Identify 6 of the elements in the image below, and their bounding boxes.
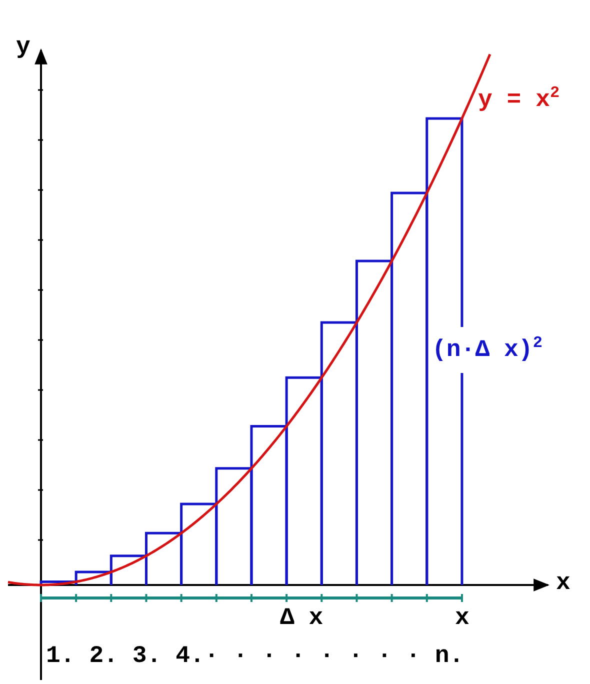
tick-label: x — [455, 607, 470, 631]
interval-label: Δ x — [280, 607, 324, 631]
curve-label: y = x$^{2}$ — [478, 85, 560, 113]
axis-label: y — [16, 36, 30, 60]
axis-label: x — [556, 572, 570, 596]
index-sequence-label: 1. 2. 3. 4.· · · · · · · · n. — [46, 645, 464, 669]
